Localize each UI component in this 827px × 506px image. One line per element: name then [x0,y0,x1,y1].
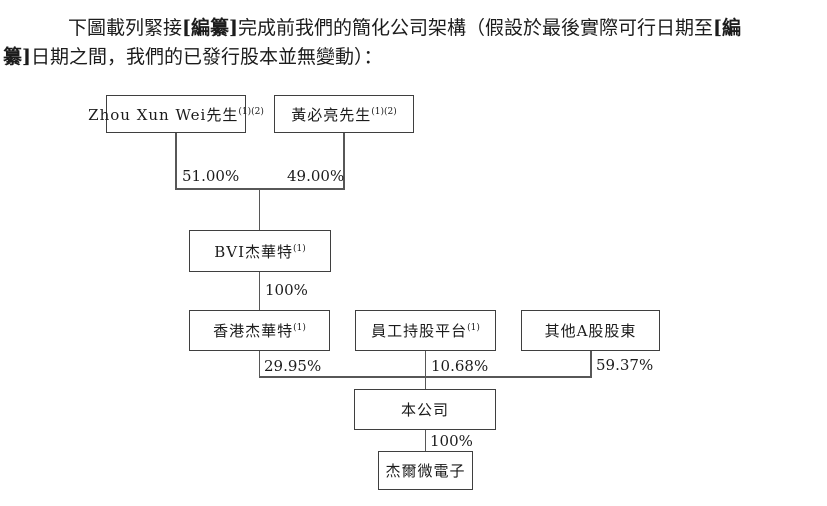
footnote-marker: (1)(2) [238,106,264,117]
edge-label-zhou-bvi: 51.00% [182,167,240,185]
redacted-placeholder: [編纂] [182,17,238,39]
node-the-company: 本公司 [354,389,496,430]
connector-bottom-horizontal [258,376,592,378]
edge-label-esop-company: 10.68% [431,357,489,375]
redacted-placeholder: [編 [713,17,742,39]
node-label: 其他A股股東 [544,322,637,340]
connector-zhou-down [175,131,177,189]
edge-label-huang-bvi: 49.00% [287,167,345,185]
footnote-marker: (1) [293,243,306,254]
connector-huang-down [343,131,345,189]
intro-paragraph-line-1: 下圖載列緊接[編纂]完成前我們的簡化公司架構（假設於最後實際可行日期至[編 [68,15,741,41]
intro-paragraph-line-2: 纂]日期之間，我們的已發行股本並無變動）： [3,44,383,70]
connector-hk-down [258,350,260,377]
connector-other-down [590,350,592,377]
node-label: BVI杰華特(1) [214,242,306,261]
connector-company-to-jiemicro [424,429,426,452]
connector-top-horizontal [175,188,345,190]
intro-text: 完成前我們的簡化公司架構（假設於最後實際可行日期至 [238,17,714,39]
node-jieer-micro-electronics: 杰爾微電子 [378,451,473,490]
connector-esop-down [424,350,426,390]
edge-label-hk-company: 29.95% [264,357,322,375]
node-huang-biliang: 黃必亮先生(1)(2) [274,95,414,133]
node-label: 杰爾微電子 [385,462,466,480]
edge-label-bvi-hk: 100% [265,281,308,299]
node-employee-shareholding-platform: 員工持股平台(1) [355,310,496,351]
footnote-marker: (1) [293,323,306,333]
connector-to-bvi [258,188,260,231]
footnote-marker: (1) [467,323,480,333]
node-zhou-xun-wei: Zhou Xun Wei先生(1)(2) [88,95,264,133]
node-label: 本公司 [400,401,449,419]
footnote-marker: (1)(2) [371,106,397,117]
node-label: 香港杰華特(1) [213,322,306,340]
edge-label-company-jiemicro: 100% [430,432,473,450]
node-label: Zhou Xun Wei先生(1)(2) [88,105,264,124]
intro-text: 下圖載列緊接 [68,17,183,39]
redacted-placeholder: 纂] [3,46,31,68]
node-other-a-shareholders: 其他A股股東 [521,310,660,351]
node-bvi-jiewate: BVI杰華特(1) [189,230,331,272]
node-label: 黃必亮先生(1)(2) [291,105,397,124]
node-hongkong-jiewate: 香港杰華特(1) [189,310,330,351]
node-label: 員工持股平台(1) [371,322,480,340]
intro-text: 日期之間，我們的已發行股本並無變動）： [31,46,383,68]
edge-label-other-company: 59.37% [596,356,654,374]
connector-bvi-to-hk [258,271,260,311]
